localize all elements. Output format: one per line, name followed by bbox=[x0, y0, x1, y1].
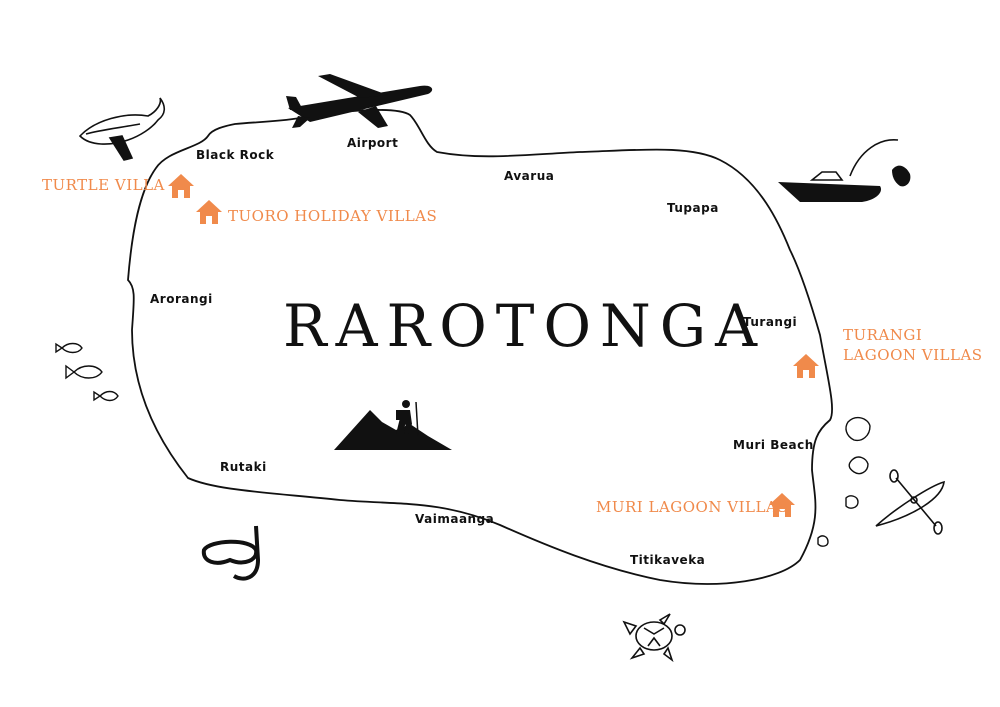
map-title: RAROTONGA bbox=[283, 292, 766, 360]
hiker-mountain-icon bbox=[334, 400, 452, 450]
villa-turangi-line2: LAGOON VILLAS bbox=[843, 346, 983, 364]
place-vaimaanga: Vaimaanga bbox=[415, 512, 495, 526]
place-avarua: Avarua bbox=[504, 169, 555, 183]
villa-turtle: TURTLE VILLA bbox=[42, 176, 165, 194]
kayak-icon bbox=[875, 469, 945, 535]
boat-icon bbox=[778, 139, 911, 202]
place-arorangi: Arorangi bbox=[150, 292, 213, 306]
house-icon bbox=[196, 200, 222, 224]
snorkel-mask-icon bbox=[201, 525, 261, 581]
place-airport: Airport bbox=[347, 136, 399, 150]
island-outline bbox=[127, 109, 833, 585]
fish-icon bbox=[55, 342, 119, 402]
house-icon bbox=[793, 354, 819, 378]
house-icon bbox=[168, 174, 194, 198]
villa-tuoro: TUORO HOLIDAY VILLAS bbox=[228, 207, 438, 225]
villa-turangi-line1: TURANGI bbox=[843, 326, 923, 344]
fishing-rod-icon bbox=[849, 139, 899, 177]
house-icon bbox=[769, 493, 795, 517]
place-turangi: Turangi bbox=[743, 315, 798, 329]
villa-muri: MURI LAGOON VILLAS bbox=[596, 498, 789, 516]
islets bbox=[817, 416, 871, 547]
turtle-icon bbox=[622, 613, 686, 663]
airplane-icon bbox=[286, 74, 433, 128]
whale-icon bbox=[78, 97, 166, 161]
place-titikaveka: Titikaveka bbox=[630, 553, 706, 567]
place-tupapa: Tupapa bbox=[667, 201, 719, 215]
place-muri-beach: Muri Beach bbox=[733, 438, 814, 452]
place-black-rock: Black Rock bbox=[196, 148, 275, 162]
place-rutaki: Rutaki bbox=[220, 460, 267, 474]
